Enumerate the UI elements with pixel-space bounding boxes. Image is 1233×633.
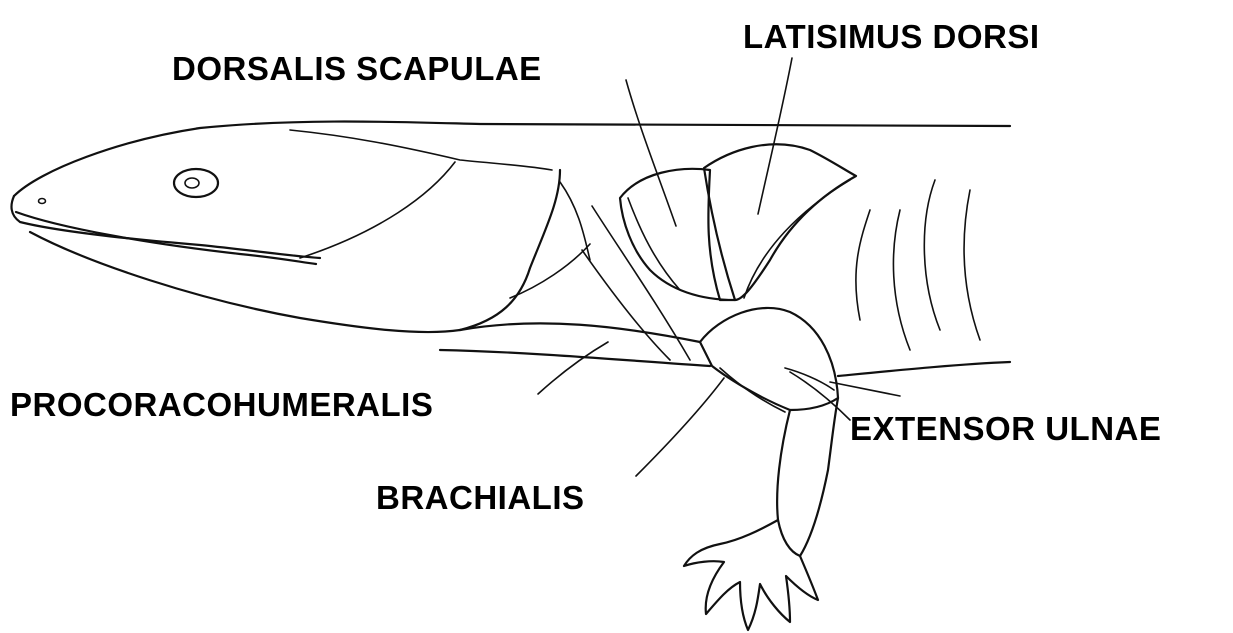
lower-jaw-outline xyxy=(30,232,460,332)
dorsalis-scapulae-fiber-1 xyxy=(628,198,680,290)
nostril xyxy=(39,199,46,204)
eye-inner xyxy=(185,178,199,188)
forearm-outline xyxy=(777,398,838,556)
head-crease-upper xyxy=(290,130,552,170)
upper-arm-line xyxy=(720,368,785,412)
eye-outer xyxy=(174,169,218,197)
body-dorsal-outline xyxy=(14,122,1010,197)
label-extensor-ulnae: EXTENSOR ULNAE xyxy=(850,412,1161,445)
leader-brachialis xyxy=(636,378,724,476)
upper-arm-outline xyxy=(700,308,838,410)
leader-latisimus xyxy=(758,58,792,214)
costal-groove-1 xyxy=(856,210,870,320)
label-brachialis: BRACHIALIS xyxy=(376,481,585,514)
neck-fold xyxy=(510,244,590,298)
leader-procora xyxy=(538,342,608,394)
label-dorsalis-scapulae: DORSALIS SCAPULAE xyxy=(172,52,542,85)
head-crease-cheek xyxy=(300,162,455,258)
label-procoracohumeralis: PROCORACOHUMERALIS xyxy=(10,388,433,421)
costal-groove-2 xyxy=(893,210,910,350)
costal-groove-3 xyxy=(924,180,940,330)
label-latisimus-dorsi: LATISIMUS DORSI xyxy=(743,20,1040,53)
mouth-line xyxy=(16,212,316,264)
latisimus-dorsi-muscle xyxy=(704,144,856,300)
head-snout-outline xyxy=(12,196,320,258)
upper-arm-inner xyxy=(785,368,834,390)
procoracohumeralis-muscle xyxy=(460,323,700,342)
costal-groove-4 xyxy=(964,190,980,340)
leader-extensor xyxy=(790,372,850,420)
hand-outline xyxy=(684,520,818,630)
latisimus-dorsi-inner xyxy=(744,180,850,298)
leader-dorsalis xyxy=(626,80,676,226)
body-ventral-outline xyxy=(838,362,1010,376)
ventral-fold xyxy=(830,382,900,396)
neck-outline xyxy=(460,170,560,330)
